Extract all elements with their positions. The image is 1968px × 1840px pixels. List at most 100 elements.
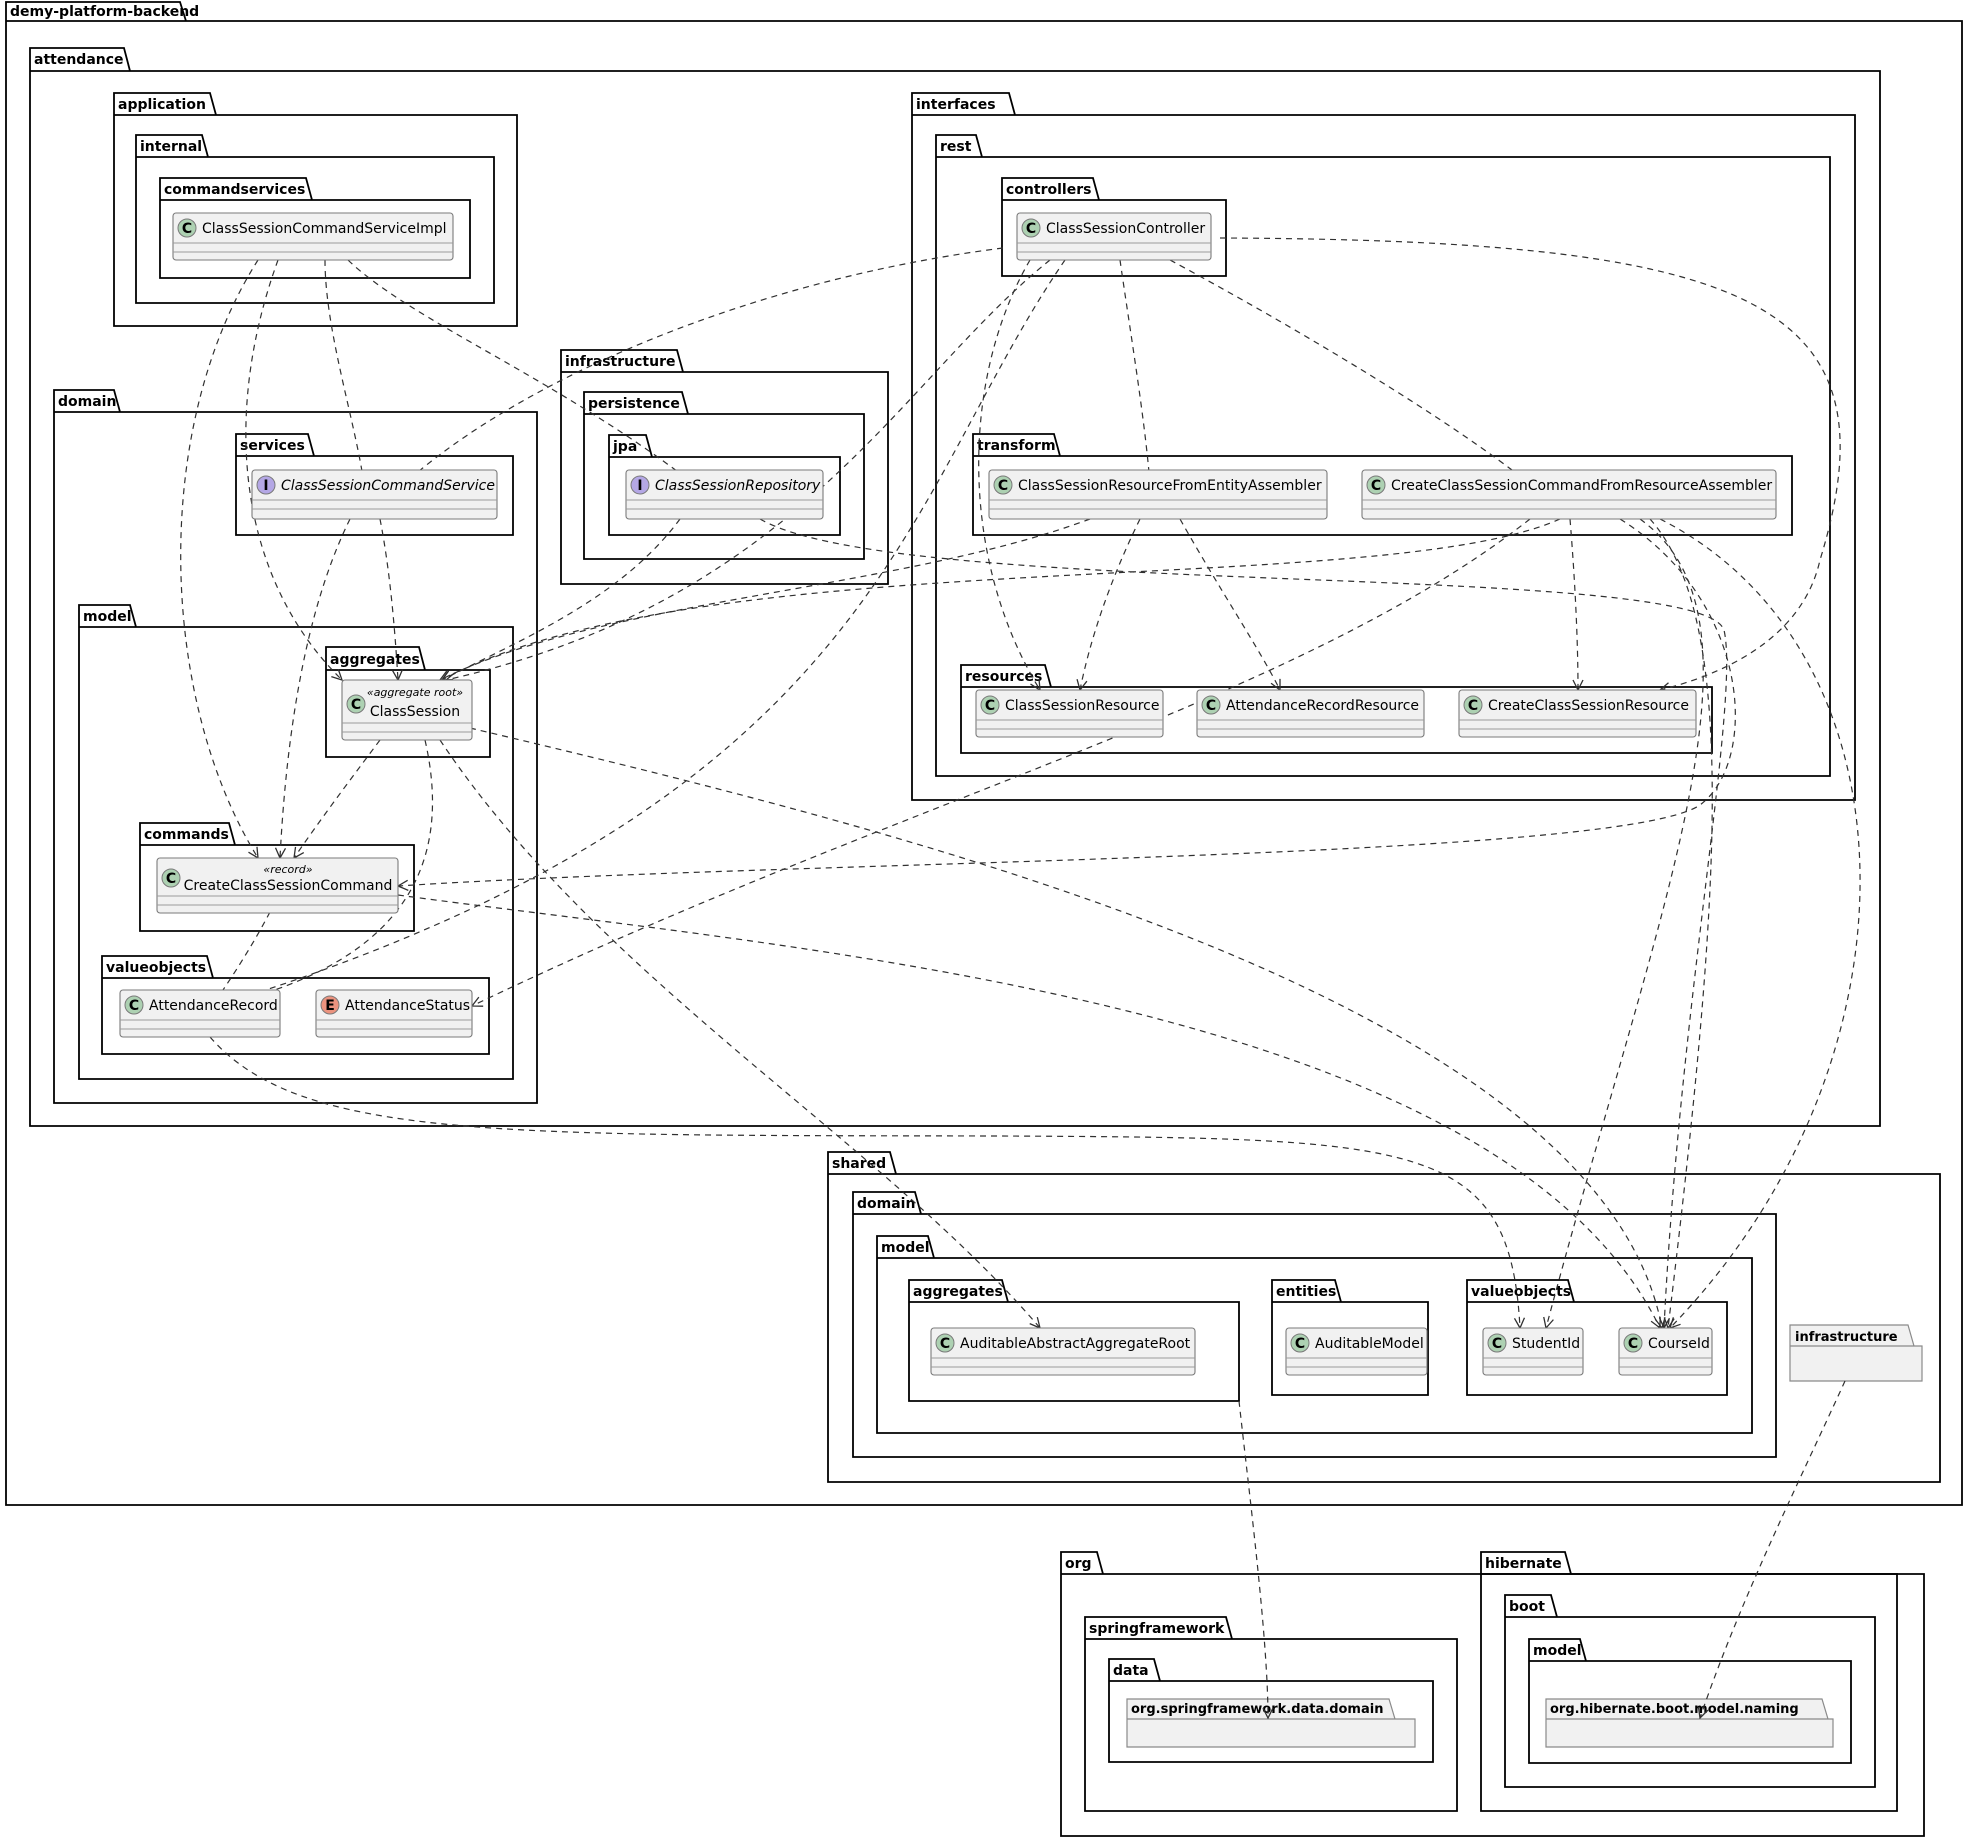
class-AttendanceRecord[interactable]: C AttendanceRecord xyxy=(119,989,281,1038)
interface-ClassSessionCommandService[interactable]: I ClassSessionCommandService xyxy=(251,469,498,520)
enum-AttendanceStatus[interactable]: E AttendanceStatus xyxy=(315,989,473,1038)
class-name: AttendanceRecordResource xyxy=(1226,698,1419,714)
class-AttendanceRecordResource[interactable]: C AttendanceRecordResource xyxy=(1196,689,1425,738)
package-valueobjects: valueobjects xyxy=(101,955,490,1055)
package-title: boot xyxy=(1509,1599,1545,1615)
dependency-arrow xyxy=(1119,259,1150,484)
class-kind-glyph: I xyxy=(637,478,642,494)
package-shared-domain: domain xyxy=(852,1191,1777,1458)
class-kind-glyph: C xyxy=(1492,1336,1502,1352)
class-icon xyxy=(1487,1333,1507,1353)
package-domain: domain xyxy=(53,389,538,1104)
package-shared-infrastructure: infrastructure xyxy=(1789,1324,1923,1382)
class-CreateClassSessionCommand[interactable]: C «record» CreateClassSessionCommand xyxy=(156,857,399,914)
package-title: infrastructure xyxy=(565,354,675,370)
class-kind-glyph: C xyxy=(182,221,192,237)
package-services: services xyxy=(235,433,514,536)
package-title: data xyxy=(1113,1663,1149,1679)
package-title: jpa xyxy=(612,439,637,455)
dependency-arrows xyxy=(180,237,1861,1718)
dependency-arrow xyxy=(324,259,364,484)
class-kind-glyph: E xyxy=(325,998,335,1014)
class-kind-glyph: C xyxy=(1295,1336,1305,1352)
package-commands: commands xyxy=(139,822,415,932)
class-CourseId[interactable]: C CourseId xyxy=(1618,1327,1713,1376)
class-stereotype: «aggregate root» xyxy=(367,686,463,699)
interface-icon xyxy=(630,475,650,495)
package-title: org.hibernate.boot.model.naming xyxy=(1550,1702,1799,1717)
class-icon xyxy=(993,475,1013,495)
package-title: entities xyxy=(1276,1284,1336,1300)
class-kind-glyph: C xyxy=(985,698,995,714)
class-name: AttendanceRecord xyxy=(149,998,278,1014)
package-title: model xyxy=(1533,1643,1582,1659)
package-title: model xyxy=(83,609,132,625)
package-title: persistence xyxy=(588,396,680,412)
package-title: valueobjects xyxy=(106,960,206,976)
class-CreateClassSessionResource[interactable]: C CreateClassSessionResource xyxy=(1458,689,1697,738)
dependency-arrow xyxy=(1569,518,1578,690)
dependency-arrow xyxy=(216,259,1066,1006)
package-title: springframework xyxy=(1089,1621,1225,1637)
class-stereotype: «record» xyxy=(263,863,312,876)
dependency-arrow xyxy=(1080,518,1141,690)
dependency-arrow xyxy=(1219,237,1841,690)
package-spring-data-domain: org.springframework.data.domain xyxy=(1126,1698,1416,1748)
class-ClassSessionResourceFromEntityAssembler[interactable]: C ClassSessionResourceFromEntityAssemble… xyxy=(988,469,1328,520)
package-attendance: attendance xyxy=(29,47,1881,1127)
package-springframework: springframework xyxy=(1084,1616,1458,1812)
class-name: CreateClassSessionCommandFromResourceAss… xyxy=(1391,478,1772,494)
package-shared-model: model xyxy=(876,1235,1753,1434)
package-title: services xyxy=(240,438,305,454)
class-name: ClassSessionRepository xyxy=(655,478,821,494)
dependency-arrow xyxy=(1179,518,1280,690)
dependency-arrow xyxy=(1649,518,1713,1328)
class-icon xyxy=(124,995,144,1015)
package-internal: internal xyxy=(135,134,495,304)
class-AuditableAbstractAggregateRoot[interactable]: C AuditableAbstractAggregateRoot xyxy=(930,1327,1196,1376)
package-hibernate-naming: org.hibernate.boot.model.naming xyxy=(1545,1698,1834,1748)
class-icon xyxy=(935,1333,955,1353)
class-icon xyxy=(1201,695,1221,715)
package-rest: rest xyxy=(935,134,1831,777)
package-title: application xyxy=(118,97,206,113)
class-StudentId[interactable]: C StudentId xyxy=(1482,1327,1584,1376)
class-ClassSessionController[interactable]: C ClassSessionController xyxy=(1016,212,1212,261)
package-title: controllers xyxy=(1006,182,1091,198)
class-kind-glyph: C xyxy=(1026,221,1036,237)
interface-icon xyxy=(256,475,276,495)
class-icon xyxy=(1366,475,1386,495)
class-icon xyxy=(177,218,197,238)
class-ClassSessionCommandServiceImpl[interactable]: C ClassSessionCommandServiceImpl xyxy=(172,212,454,261)
dependency-arrow xyxy=(404,247,1004,484)
class-name: CourseId xyxy=(1648,1336,1710,1352)
class-name: CreateClassSessionCommand xyxy=(184,878,393,894)
dependency-arrow xyxy=(439,739,1040,1328)
class-icon xyxy=(1021,218,1041,238)
class-ClassSession[interactable]: C «aggregate root» ClassSession xyxy=(341,679,473,741)
package-controllers: controllers xyxy=(1001,177,1227,277)
package-shared-valueobjects: valueobjects xyxy=(1466,1279,1728,1396)
package-title: aggregates xyxy=(913,1284,1003,1300)
class-name: ClassSession xyxy=(370,704,460,720)
dependency-arrow xyxy=(1169,259,1530,484)
package-title: org xyxy=(1065,1556,1092,1572)
class-CreateClassSessionCommandFromResourceAssembler[interactable]: C CreateClassSessionCommandFromResourceA… xyxy=(1361,469,1777,520)
class-AuditableModel[interactable]: C AuditableModel xyxy=(1285,1327,1428,1376)
package-title: shared xyxy=(832,1156,886,1172)
package-commandservices: commandservices xyxy=(159,177,471,279)
class-kind-glyph: I xyxy=(263,478,268,494)
package-application: application xyxy=(113,92,518,327)
package-title: model xyxy=(881,1240,930,1256)
package-shared-aggregates: aggregates xyxy=(908,1279,1240,1402)
package-title: org.springframework.data.domain xyxy=(1131,1702,1383,1717)
class-name: ClassSessionResourceFromEntityAssembler xyxy=(1018,478,1322,494)
class-name: AuditableAbstractAggregateRoot xyxy=(960,1336,1191,1352)
class-kind-glyph: C xyxy=(998,478,1008,494)
class-ClassSessionResource[interactable]: C ClassSessionResource xyxy=(975,689,1164,738)
package-title: interfaces xyxy=(916,97,996,113)
dependency-arrow xyxy=(245,259,342,680)
dependency-arrow xyxy=(446,259,1051,680)
interface-ClassSessionRepository[interactable]: I ClassSessionRepository xyxy=(625,469,824,520)
